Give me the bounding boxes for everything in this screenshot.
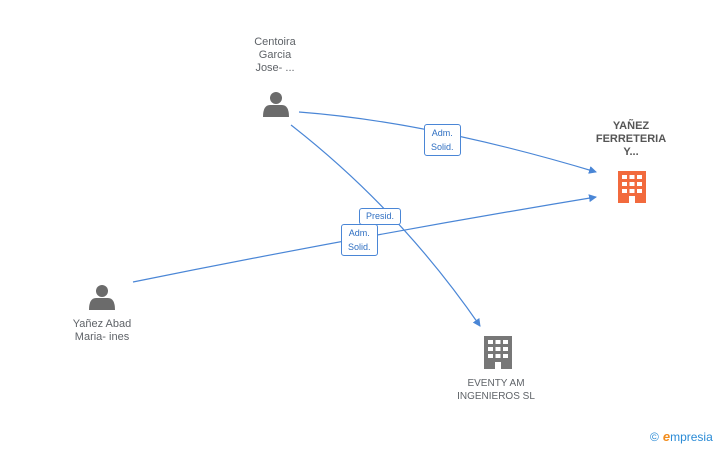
label-line: EVENTY AM bbox=[467, 378, 525, 389]
edge-label-line: Solid. bbox=[348, 242, 371, 252]
label-line: Maria- ines bbox=[74, 331, 130, 343]
label-line: Garcia bbox=[258, 49, 292, 61]
person-icon[interactable] bbox=[89, 285, 115, 310]
brand-name: mpresia bbox=[670, 430, 713, 444]
empresia-logo: ©empresia bbox=[650, 429, 713, 444]
node-label-yanez-ferreteria[interactable]: YAÑEZ FERRETERIA Y... bbox=[588, 120, 674, 159]
label-line: Jose- ... bbox=[255, 62, 295, 74]
edge-label-presid: Presid. bbox=[359, 208, 402, 225]
copyright-symbol: © bbox=[650, 430, 659, 444]
node-label-yanez-abad[interactable]: Yañez Abad Maria- ines bbox=[58, 318, 146, 344]
building-icon[interactable] bbox=[484, 336, 512, 369]
edge-label-adm-solid: Adm. Solid. bbox=[341, 224, 378, 256]
edge-label-adm-solid: Adm. Solid. bbox=[424, 124, 461, 156]
edge-label-line: Solid. bbox=[431, 142, 454, 152]
label-line: INGENIEROS SL bbox=[457, 391, 535, 402]
node-label-eventy[interactable]: EVENTY AM INGENIEROS SL bbox=[446, 377, 546, 403]
building-icon[interactable] bbox=[618, 171, 646, 203]
person-icon[interactable] bbox=[263, 92, 289, 117]
node-label-centoira[interactable]: Centoira Garcia Jose- ... bbox=[240, 36, 310, 75]
edge-label-line: Presid. bbox=[366, 211, 395, 221]
edge-label-line: Adm. bbox=[348, 228, 370, 238]
label-line: Centoira bbox=[254, 36, 296, 48]
label-line: Yañez Abad bbox=[72, 318, 132, 330]
label-line: Y... bbox=[623, 146, 639, 158]
brand-e: e bbox=[662, 429, 671, 444]
edge-label-line: Adm. bbox=[431, 128, 453, 138]
label-line: FERRETERIA bbox=[595, 133, 667, 145]
label-line: YAÑEZ bbox=[612, 120, 650, 132]
